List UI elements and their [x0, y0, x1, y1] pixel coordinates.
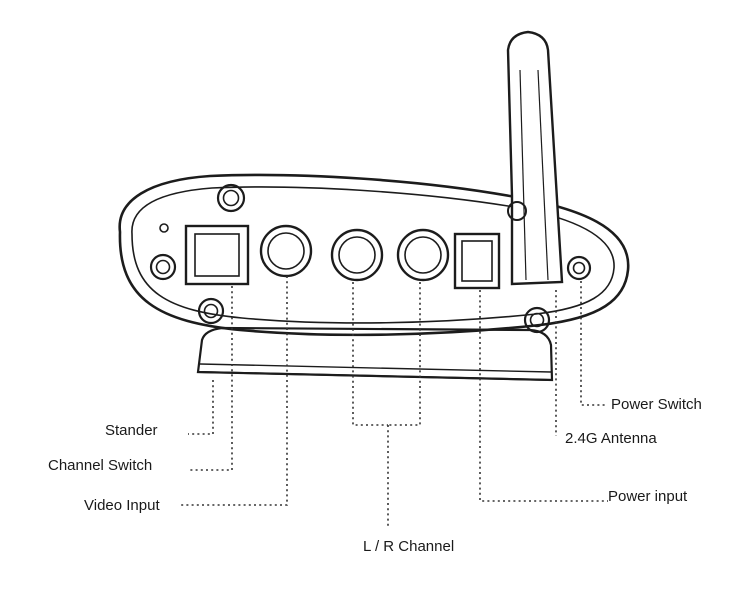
- r-channel-port: [396, 228, 450, 282]
- power-input-port: [453, 232, 501, 290]
- screw-top-right: [507, 201, 527, 221]
- video-input-port: [259, 224, 313, 278]
- screw-bottom-left: [197, 297, 225, 325]
- leader-power-switch: [580, 281, 607, 406]
- screw-top-left: [216, 183, 246, 213]
- l-channel-port: [330, 228, 384, 282]
- leader-stander: [188, 380, 214, 435]
- label-channel-switch: Channel Switch: [48, 457, 152, 474]
- power-switch-port: [566, 255, 592, 281]
- leader-l-channel: [352, 282, 388, 426]
- screw-left: [149, 253, 177, 281]
- screw-bottom-right: [523, 306, 551, 334]
- label-antenna: 2.4G Antenna: [565, 430, 657, 447]
- label-power-switch: Power Switch: [611, 396, 702, 413]
- label-video-input: Video Input: [84, 497, 160, 514]
- leader-channel-switch: [188, 286, 233, 471]
- device-body: [118, 173, 630, 337]
- channel-switch-port: [184, 224, 250, 286]
- leader-video-input: [180, 276, 288, 506]
- label-stander: Stander: [105, 422, 158, 439]
- label-power-input: Power input: [608, 488, 688, 505]
- leader-r-channel: [388, 282, 421, 426]
- label-lr-channel: L / R Channel: [363, 538, 454, 555]
- led-indicator: [159, 223, 169, 233]
- antenna: [506, 30, 564, 286]
- leader-lines: [180, 276, 608, 528]
